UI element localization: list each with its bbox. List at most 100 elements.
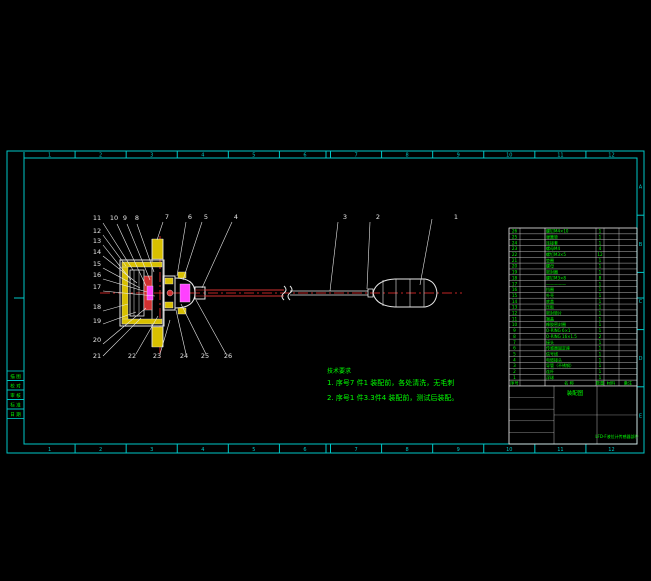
leader-line — [102, 303, 129, 312]
balloon-14: 14 — [93, 248, 101, 256]
zone-label-top: 8 — [406, 153, 409, 159]
balloon-19: 19 — [93, 317, 101, 325]
bom-row-qty: 12 — [597, 252, 603, 257]
zone-label-side: E — [639, 413, 642, 419]
bom-row-qty: 1 — [599, 264, 602, 269]
bom-row-qty: 1 — [599, 311, 602, 316]
bom-row-name: 电缆接头 — [546, 356, 562, 362]
cable-nut — [194, 286, 206, 300]
bom-row-no: 24 — [512, 240, 518, 245]
bom-row-no: 12 — [512, 311, 518, 316]
leader-line — [136, 223, 155, 273]
bom-row-no: 17 — [512, 281, 518, 286]
zone-label-top: 2 — [99, 153, 102, 159]
bom-header-cell: 备注 — [624, 380, 633, 387]
balloon-7: 7 — [165, 213, 169, 221]
balloon-3: 3 — [343, 213, 347, 221]
bom-row-no: 10 — [512, 322, 518, 327]
leader-line — [159, 319, 171, 355]
balloon-20: 20 — [93, 336, 101, 344]
bom-row-name: 底盖 — [546, 298, 554, 304]
zone-label-bottom: 12 — [608, 447, 614, 453]
leader-line — [102, 311, 137, 325]
bom-row-name: 密封垫片 — [546, 310, 562, 316]
bom-row-qty: 1 — [599, 234, 602, 239]
bom-row-name: 导管（不锈钢） — [546, 362, 574, 368]
bom-row-name: 橡胶密封圈 — [546, 321, 566, 327]
bom-row-name: 信号线 — [546, 350, 558, 356]
leader-line — [180, 303, 207, 355]
cable-gland — [179, 283, 191, 303]
zone-label-bottom: 5 — [252, 447, 255, 453]
bom-row-qty: 1 — [599, 346, 602, 351]
leader-line — [102, 290, 156, 297]
leader-line — [182, 221, 203, 281]
bom-row-no: 3 — [513, 363, 516, 368]
zone-label-bottom: 6 — [303, 447, 306, 453]
housing-wall-top — [121, 261, 163, 268]
bom-row-no: 22 — [512, 252, 518, 257]
leader-line — [116, 223, 147, 287]
bom-row-name: 密封圈 — [546, 269, 558, 275]
bom-header-cell: 数量 — [596, 380, 604, 387]
leader-line — [366, 221, 371, 290]
leader-line — [102, 255, 138, 284]
balloon-1: 1 — [454, 213, 458, 221]
bom-row-qty: 1 — [599, 357, 602, 362]
bom-row-no: 8 — [513, 334, 516, 339]
bom-row-no: 15 — [512, 293, 518, 298]
bom-row-qty: 1 — [599, 363, 602, 368]
zone-label-bottom: 1 — [48, 447, 51, 453]
leader-line — [102, 307, 147, 345]
left-block-cell: 校 对 — [10, 382, 21, 389]
left-approval-block: 描 图校 对审 核标 准日 期 — [6, 370, 25, 419]
bom-row-qty: 1 — [599, 305, 602, 310]
zone-label-side: C — [639, 299, 643, 305]
bom-row-no: 18 — [512, 275, 518, 280]
leader-line — [156, 221, 164, 241]
bom-row-no: 7 — [513, 340, 516, 345]
zone-label-side: A — [639, 185, 643, 191]
bom-header-cell: 材料 — [607, 380, 616, 387]
bom-row-qty: 1 — [599, 299, 602, 304]
bom-row-no: 1 — [513, 375, 516, 380]
bom-row-qty: 1 — [599, 281, 602, 286]
left-block-cell: 描 图 — [10, 373, 21, 380]
bom-row-qty: 4 — [599, 246, 602, 251]
bom-row-no: 11 — [512, 316, 518, 321]
left-block-cell: 日 期 — [10, 412, 21, 418]
balloon-21: 21 — [93, 352, 101, 360]
bom-row-qty: 1 — [599, 351, 602, 356]
bom-row-name: 螺钉M4×10 — [546, 228, 569, 234]
technical-notes: 技术要求 1. 序号7 件1 装配前，各处清洗，无毛刺 2. 序号1 件3.3件… — [327, 367, 458, 402]
bom-row-name: 连杆 — [546, 368, 554, 374]
zone-label-top: 9 — [457, 153, 460, 159]
bom-row-no: 4 — [513, 357, 516, 362]
bom-row-no: 25 — [512, 234, 518, 239]
leader-line — [329, 221, 339, 292]
zone-label-bottom: 8 — [406, 447, 409, 453]
balloon-12: 12 — [93, 227, 101, 235]
product-name: LFD-F液位计传感器部件 — [595, 433, 638, 439]
bom-row-no: 6 — [513, 346, 516, 351]
bom-row-no: 13 — [512, 305, 518, 310]
balloon-8: 8 — [135, 214, 139, 222]
flange-top — [151, 238, 164, 260]
bom-row-name: 螺钉M3×5 — [546, 251, 566, 257]
bom-row-qty: 1 — [599, 229, 602, 234]
housing-wall-bottom — [121, 318, 163, 325]
bom-row-name: 弹簧垫 — [546, 233, 558, 239]
balloon-23: 23 — [153, 352, 161, 360]
balloon-6: 6 — [188, 213, 192, 221]
bom-row-qty: 1 — [599, 328, 602, 333]
bom-row-name: 螺母M4 — [546, 245, 560, 251]
zone-label-bottom: 7 — [354, 447, 357, 453]
bom-row-name: 端盖 — [546, 315, 554, 321]
bom-row-no: 14 — [512, 299, 518, 304]
leader-line — [102, 317, 142, 357]
bom-row-qty: 2 — [599, 334, 602, 339]
